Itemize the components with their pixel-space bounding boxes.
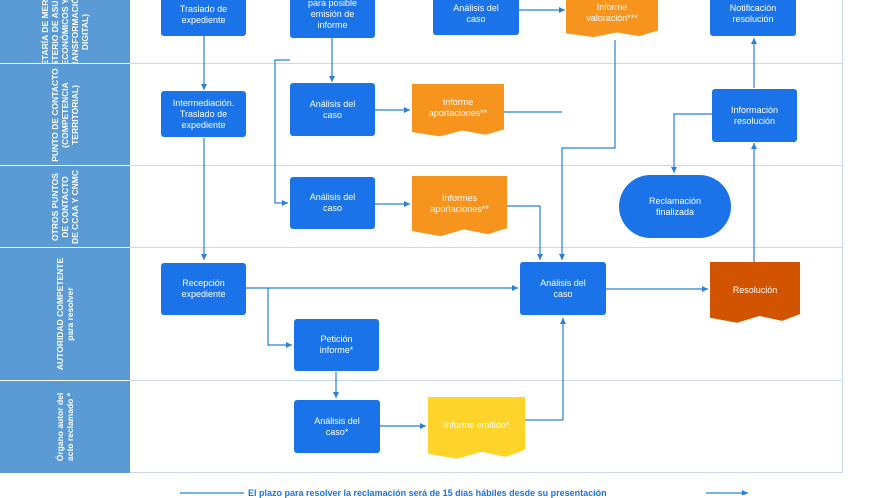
lane-divider xyxy=(130,165,843,166)
node-label: Notificación resolución xyxy=(729,3,777,24)
informacion-resolucion-node: Información resolución xyxy=(712,89,797,142)
node-label: Petición informe* xyxy=(319,334,354,355)
lane-divider xyxy=(130,472,843,473)
informes-aportaciones-document: Informes aportaciones** xyxy=(412,176,507,237)
node-label: Informes aportaciones** xyxy=(430,193,489,214)
analisis-organo-node: Análisis del caso* xyxy=(294,400,380,453)
lane-divider xyxy=(130,380,843,381)
node-label: Recepción expediente xyxy=(181,278,226,299)
node-label: Análisis del caso xyxy=(309,192,356,213)
edge-recepcion-peticion xyxy=(267,288,292,348)
intermediacion-node: Intermediación. Traslado de expediente xyxy=(161,91,246,137)
node-label: Informe valoración*** xyxy=(586,1,638,23)
posible-emision-node: para posible emisión de informe xyxy=(290,0,375,38)
analisis-autoridad-node: Análisis del caso xyxy=(520,262,606,315)
informe-valoracion-document: Informe valoración*** xyxy=(566,0,658,38)
lane-divider xyxy=(130,63,843,64)
node-label: Análisis del caso xyxy=(309,98,356,120)
node-label: para posible emisión de informe xyxy=(307,0,358,30)
node-label: Información resolución xyxy=(730,104,779,126)
lane-divider xyxy=(130,247,843,248)
notificacion-resolucion-node: Notificación resolución xyxy=(710,0,796,36)
node-label: Informe aportaciones** xyxy=(428,97,488,118)
analisis-otros-puntos-node: Análisis del caso xyxy=(290,177,375,229)
node-label: Análisis del caso xyxy=(540,277,586,299)
recepcion-expediente-node: Recepción expediente xyxy=(161,263,246,315)
traslado-expediente-node: Traslado de expediente xyxy=(161,0,246,36)
edge-informe-emitido-analisis-aut xyxy=(525,318,566,421)
node-label: Traslado de expediente xyxy=(179,4,228,25)
edge-informacion-reclamacion xyxy=(671,113,712,173)
informe-aportaciones-document: Informe aportaciones** xyxy=(412,84,504,137)
node-label: Informe emitido* xyxy=(443,420,510,430)
lane-secretaria: SECRETARÍA DE MERCADO (MINISTERIO DE ASU… xyxy=(0,0,130,63)
node-label: Reclamación finalizada xyxy=(648,195,702,217)
lane-organo: Órgano autor del acto reclamado * xyxy=(0,381,130,473)
edge-posible-analisis-otros xyxy=(274,59,290,206)
node-label: Intermediación. Traslado de expediente xyxy=(172,97,235,130)
diagram-right-border xyxy=(842,0,843,473)
resolucion-document: Resolución xyxy=(710,262,800,323)
node-label: Análisis del caso xyxy=(453,2,499,24)
edge-valoracion-analisis-aut xyxy=(559,40,616,260)
edge-informes-analisis-aut xyxy=(507,205,543,260)
lane-autoridad: AUTORIDAD COMPETENTE para resolver xyxy=(0,248,130,380)
analisis-secretaria-node: Análisis del caso xyxy=(433,0,519,35)
node-label: Resolución xyxy=(732,284,778,295)
analisis-punto-contacto-node: Análisis del caso xyxy=(290,83,375,136)
lane-punto-contacto: PUNTO DE CONTACTO (COMPETENCIA TERRITORI… xyxy=(0,64,130,165)
node-label: Análisis del caso* xyxy=(314,415,360,437)
lane-otros-puntos: OTROS PUNTOS DE CONTACTO DE CCAA Y CNMC xyxy=(0,166,130,247)
informe-emitido-document: Informe emitido* xyxy=(428,397,525,459)
reclamacion-finalizada-terminal: Reclamación finalizada xyxy=(619,175,731,238)
peticion-informe-node: Petición informe* xyxy=(294,319,379,371)
deadline-note: El plazo para resolver la reclamación se… xyxy=(248,488,607,498)
